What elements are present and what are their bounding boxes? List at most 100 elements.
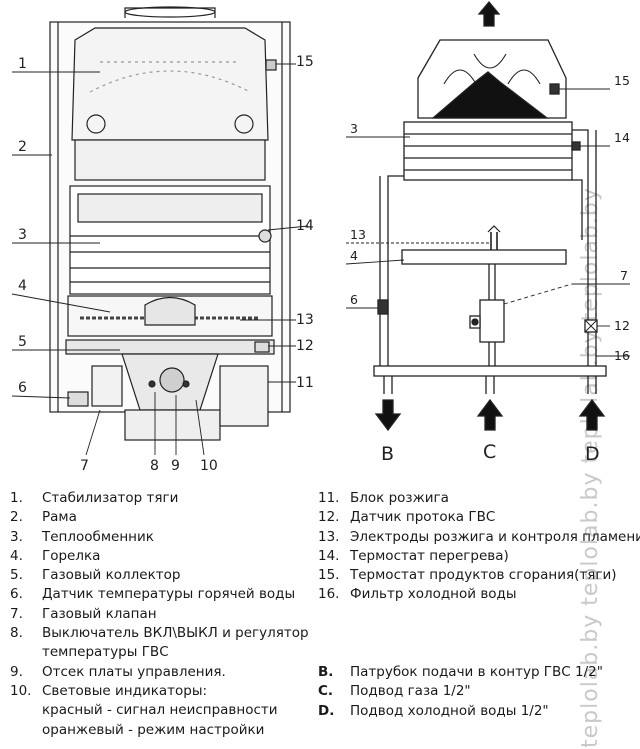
flow-labels: B C D	[381, 441, 600, 465]
schematic-heat-exchanger	[403, 121, 573, 181]
draft-hood	[71, 27, 269, 141]
legend-number: 16.	[318, 586, 340, 603]
flue-collar-top	[124, 6, 216, 18]
legend-text: Блок розжига	[350, 490, 449, 506]
callout-12: 12	[296, 338, 314, 354]
cold-water-pipe-top	[572, 129, 589, 366]
exhaust-arrow-up	[477, 0, 501, 27]
heater-schematic	[345, 0, 630, 432]
legend-item: 1.Стабилизатор тяги	[10, 489, 310, 508]
schematic-callout-16: 16	[614, 348, 630, 363]
legend-continuation: красный - сигнал неисправности	[42, 702, 278, 719]
legend-number: 4.	[10, 547, 23, 564]
legend-letter: B.	[318, 664, 334, 680]
callout-4: 4	[18, 278, 27, 294]
legend-number: 12.	[318, 509, 340, 526]
legend-number: 8.	[10, 625, 23, 642]
schematic-callout-4: 4	[350, 248, 358, 263]
legend-number: 6.	[10, 586, 23, 603]
legend-number: 11.	[318, 490, 340, 506]
gas-valve	[124, 409, 221, 441]
callout-7: 7	[80, 458, 89, 474]
legend-number: 5.	[10, 567, 23, 584]
legend-text: Подвод холодной воды 1/2"	[350, 702, 549, 719]
schematic-hood	[417, 39, 567, 119]
flow-label-b: B	[381, 443, 394, 465]
schematic-callout-13: 13	[350, 227, 366, 242]
legend-text: Горелка	[42, 547, 101, 564]
schematic-base	[373, 365, 607, 377]
legend-number: 13.	[318, 528, 340, 545]
schematic-overheat-thermostat	[571, 141, 581, 151]
legend-number: 15.	[318, 567, 340, 584]
ignition-unit	[219, 365, 269, 427]
schematic-callout-15: 15	[614, 73, 630, 88]
schematic-gas-valve	[479, 299, 505, 343]
legend-item: 2.Рама	[10, 508, 310, 527]
legend-continuation: оранжевый - режим настройки	[42, 721, 265, 738]
temperature-knob	[159, 367, 185, 393]
callout-11: 11	[296, 375, 314, 391]
schematic-draft-thermostat	[549, 83, 560, 95]
schematic-callout-7: 7	[620, 268, 628, 283]
flow-label-d: D	[585, 443, 600, 465]
legend-text: Световые индикаторы:	[42, 682, 208, 699]
legend-item: 6.Датчик температуры горячей воды	[10, 585, 310, 604]
legend-item: 9. Отсек платы управления.	[10, 663, 310, 682]
schematic-temp-sensor	[377, 299, 389, 315]
legend-continuation: температуры ГВС	[42, 644, 169, 661]
legend-letter: C.	[318, 683, 334, 700]
schematic-callout-6: 6	[350, 292, 358, 307]
callout-13: 13	[296, 312, 314, 328]
legend-connections: B.Патрубок подачи в контур ГВС 1/2" C.По…	[318, 663, 618, 721]
legend-text: Датчик протока ГВС	[350, 509, 496, 526]
legend-text: Электроды розжига и контроля пламени	[350, 528, 640, 545]
legend-item: 10. Световые индикаторы:	[10, 682, 310, 701]
legend-item: 7. Газовый клапан	[10, 605, 310, 624]
legend-text: Выключатель ВКЛ\ВЫКЛ и регулятор	[42, 625, 309, 642]
legend-right: 11. Блок розжига 12. Датчик протока ГВС 13…	[318, 489, 640, 605]
legend-text: Фильтр холодной воды	[350, 586, 517, 603]
gas-manifold	[65, 339, 275, 355]
legend-text: Рама	[42, 509, 77, 526]
schematic-callout-14: 14	[614, 130, 630, 145]
legend-left: 1.Стабилизатор тяги 2.Рама 3.Теплообменн…	[10, 489, 310, 740]
arrow-b-out	[374, 399, 402, 432]
flow-sensor	[254, 341, 270, 353]
flue-gas-flow	[431, 71, 549, 119]
callout-1: 1	[18, 56, 27, 72]
legend-item: 16. Фильтр холодной воды	[318, 585, 640, 604]
overheat-thermostat	[258, 229, 272, 243]
callout-6: 6	[18, 380, 27, 396]
left-callouts: 1 2 3 4 5 6 7 8 9 10 11 12 13 14 15	[18, 54, 314, 474]
callout-9: 9	[171, 458, 180, 474]
arrow-d-in	[578, 398, 606, 431]
flow-label-c: C	[483, 441, 496, 463]
hot-water-pipe	[387, 175, 404, 366]
callout-8: 8	[150, 458, 159, 474]
legend-item: 5. Газовый коллектор	[10, 566, 310, 585]
callout-14: 14	[296, 218, 314, 234]
legend-number: 14.	[318, 547, 340, 564]
legend-text: Термостат продуктов сгорания(тяги)	[350, 567, 617, 584]
callout-2: 2	[18, 139, 27, 155]
legend-text: Термостат перегрева)	[350, 547, 509, 564]
legend-number: 10.	[10, 682, 32, 699]
legend-text: Отсек платы управления.	[42, 663, 226, 680]
legend-text: Газовый клапан	[42, 605, 157, 622]
legend-text: Газовый коллектор	[42, 567, 181, 584]
legend-number: 7.	[10, 605, 23, 622]
legend-item: D. Подвод холодной воды 1/2"	[318, 702, 618, 721]
legend-item: 15. Термостат продуктов сгорания(тяги)	[318, 566, 640, 585]
legend-number: 1.	[10, 490, 23, 506]
legend-item: 13. Электроды розжига и контроля пламени	[318, 528, 640, 547]
legend-item: 4. Горелка	[10, 547, 310, 566]
legend-item: 11. Блок розжига	[318, 489, 640, 508]
legend-number: 9.	[10, 663, 23, 680]
heater-front-view	[11, 6, 309, 456]
hot-water-sensor	[67, 391, 89, 407]
legend-letter: D.	[318, 702, 335, 719]
draft-thermostat	[265, 59, 277, 71]
arrow-c-in	[476, 398, 504, 431]
